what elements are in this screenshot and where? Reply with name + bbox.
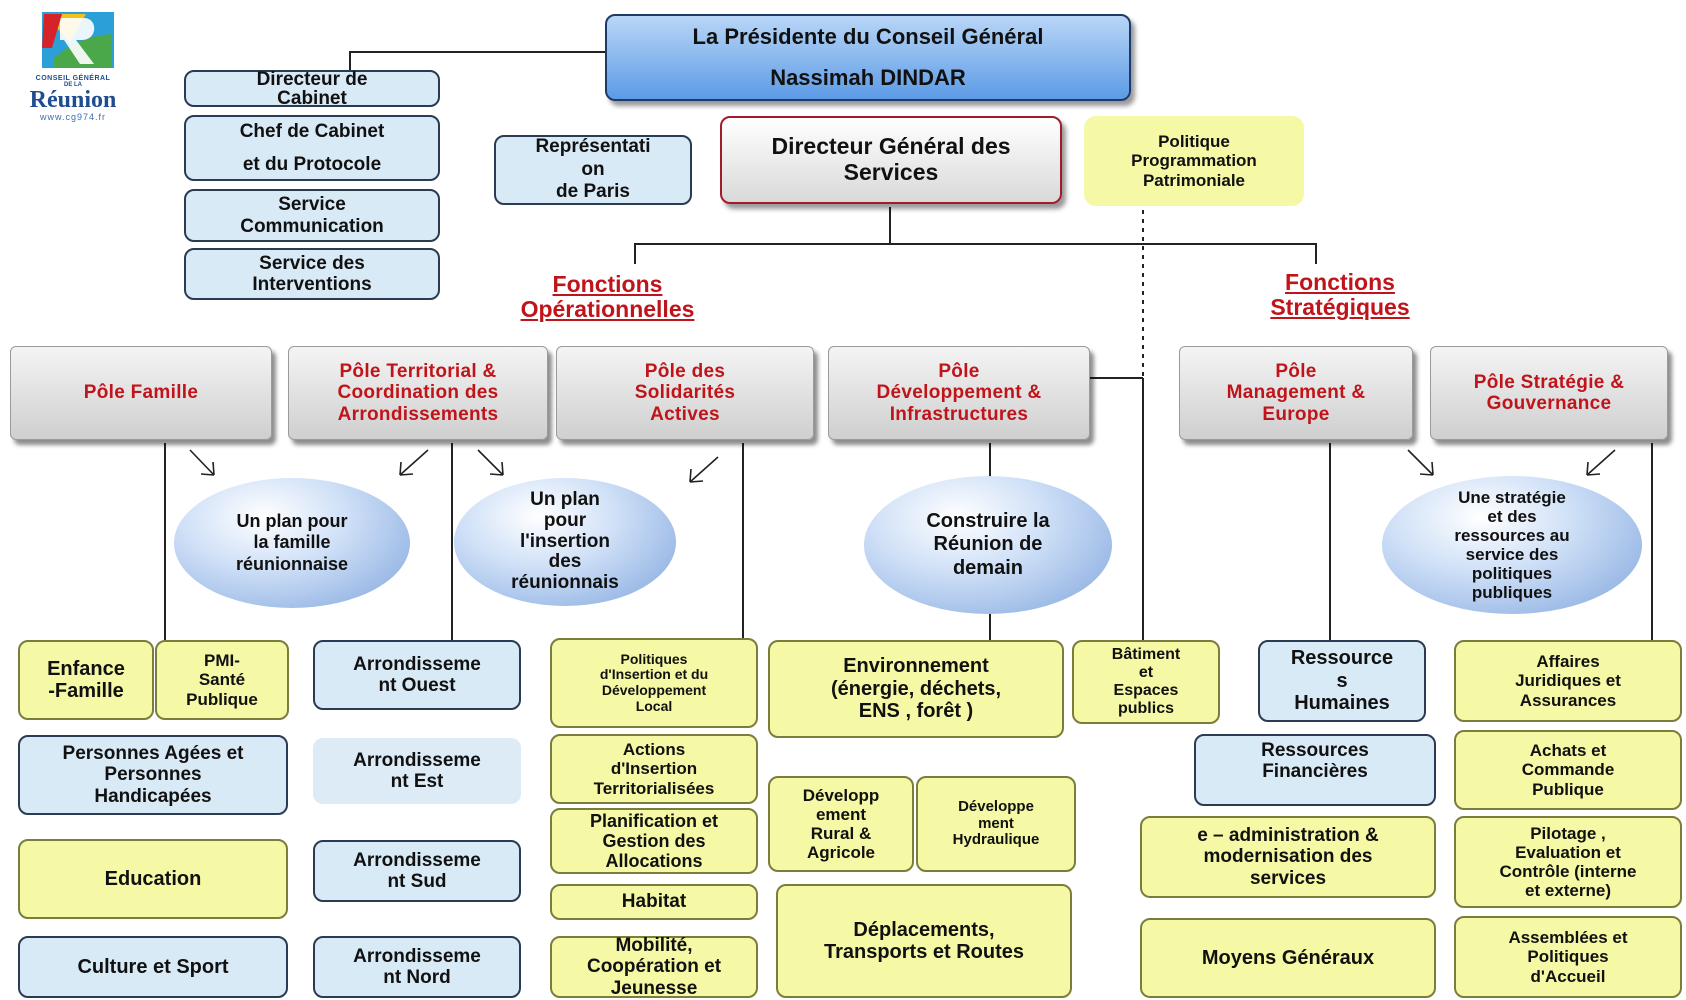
dgs-box: Directeur Général des Services bbox=[720, 116, 1062, 204]
president-title: La Présidente du Conseil Général bbox=[692, 23, 1044, 49]
pole-strategie: Pôle Stratégie & Gouvernance bbox=[1430, 346, 1668, 440]
arrondissement-ouest-box: Arrondisseme nt Ouest bbox=[313, 640, 521, 710]
deplacements-transports-box: Déplacements, Transports et Routes bbox=[776, 884, 1072, 998]
logo-line2: DE LA bbox=[64, 82, 82, 88]
president-box: La Présidente du Conseil Général Nassima… bbox=[605, 14, 1131, 101]
planification-allocations-box: Planification et Gestion des Allocations bbox=[550, 808, 758, 874]
logo: CONSEIL GÉNÉRAL DE LA Réunion www.cg974.… bbox=[14, 8, 132, 126]
pilotage-evaluation-box: Pilotage , Evaluation et Contrôle (inter… bbox=[1454, 816, 1682, 908]
habitat-box: Habitat bbox=[550, 884, 758, 920]
heading-strategiques: Fonctions Stratégiques bbox=[1270, 269, 1410, 321]
heading-operationnelles: Fonctions Opérationnelles bbox=[520, 271, 695, 323]
pole-developpement: Pôle Développement & Infrastructures bbox=[828, 346, 1090, 440]
chef-cabinet-box: Chef de Cabinet et du Protocole bbox=[184, 115, 440, 181]
line-functions-bar bbox=[634, 243, 1317, 264]
pole-famille: Pôle Famille bbox=[10, 346, 272, 440]
achats-commande-box: Achats et Commande Publique bbox=[1454, 730, 1682, 810]
environnement-box: Environnement (énergie, déchets, ENS , f… bbox=[768, 640, 1064, 738]
arrow-solidarites bbox=[689, 456, 719, 483]
logo-name: Réunion bbox=[29, 87, 117, 113]
moyens-generaux-box: Moyens Généraux bbox=[1140, 918, 1436, 998]
pmi-sante-box: PMI- Santé Publique bbox=[155, 640, 289, 720]
culture-sport-box: Culture et Sport bbox=[18, 936, 288, 998]
arrondissement-est-box: Arrondisseme nt Est bbox=[313, 738, 521, 804]
oval-construire-reunion: Construire la Réunion de demain bbox=[864, 476, 1112, 614]
affaires-juridiques-box: Affaires Juridiques et Assurances bbox=[1454, 640, 1682, 722]
arrondissement-sud-box: Arrondisseme nt Sud bbox=[313, 840, 521, 902]
arrow-territorial-right bbox=[477, 449, 504, 476]
enfance-famille-box: Enfance -Famille bbox=[18, 640, 154, 720]
personnes-agees-box: Personnes Agées et Personnes Handicapées bbox=[18, 735, 288, 815]
logo-url: www.cg974.fr bbox=[39, 112, 107, 122]
developpement-hydraulique-box: Développe ment Hydraulique bbox=[916, 776, 1076, 872]
service-interventions-box: Service des Interventions bbox=[184, 248, 440, 300]
politiques-insertion-box: Politiques d'Insertion et du Développeme… bbox=[550, 638, 758, 728]
assemblees-politiques-box: Assemblées et Politiques d'Accueil bbox=[1454, 916, 1682, 998]
pole-territorial: Pôle Territorial & Coordination des Arro… bbox=[288, 346, 548, 440]
actions-insertion-box: Actions d'Insertion Territorialisées bbox=[550, 734, 758, 804]
oval-plan-insertion: Un plan pour l'insertion des réunionnais bbox=[454, 478, 676, 606]
e-administration-box: e – administration & modernisation des s… bbox=[1140, 816, 1436, 898]
education-box: Education bbox=[18, 839, 288, 919]
developpement-rural-box: Développ ement Rural & Agricole bbox=[768, 776, 914, 872]
directeur-cabinet-box: Directeur de Cabinet bbox=[184, 70, 440, 108]
logo-emblem-icon bbox=[42, 12, 114, 68]
oval-plan-famille: Un plan pour la famille réunionnaise bbox=[174, 478, 410, 608]
batiment-espaces-box: Bâtiment et Espaces publics bbox=[1072, 640, 1220, 724]
oval-strategie-ressources: Une stratégie et des ressources au servi… bbox=[1382, 476, 1642, 614]
ressources-humaines-box: Ressource s Humaines bbox=[1258, 640, 1426, 722]
ressources-financieres-box: Ressources Financières bbox=[1194, 734, 1436, 806]
president-name: Nassimah DINDAR bbox=[770, 65, 966, 91]
arrow-territorial-left bbox=[399, 449, 429, 476]
service-communication-box: Service Communication bbox=[184, 189, 440, 242]
line-president-cabinet bbox=[349, 51, 605, 72]
politique-patrimoniale-box: Politique Programmation Patrimoniale bbox=[1084, 116, 1304, 206]
pole-solidarites: Pôle des Solidarités Actives bbox=[556, 346, 814, 440]
representation-paris-box: Représentati on de Paris bbox=[494, 135, 692, 205]
mobilite-jeunesse-box: Mobilité, Coopération et Jeunesse bbox=[550, 935, 758, 999]
arrow-strategie bbox=[1586, 449, 1616, 476]
arrondissement-nord-box: Arrondisseme nt Nord bbox=[313, 936, 521, 998]
arrow-famille bbox=[189, 449, 215, 476]
logo-line1: CONSEIL GÉNÉRAL bbox=[35, 75, 111, 82]
pole-management: Pôle Management & Europe bbox=[1179, 346, 1413, 440]
arrow-management bbox=[1407, 449, 1434, 476]
